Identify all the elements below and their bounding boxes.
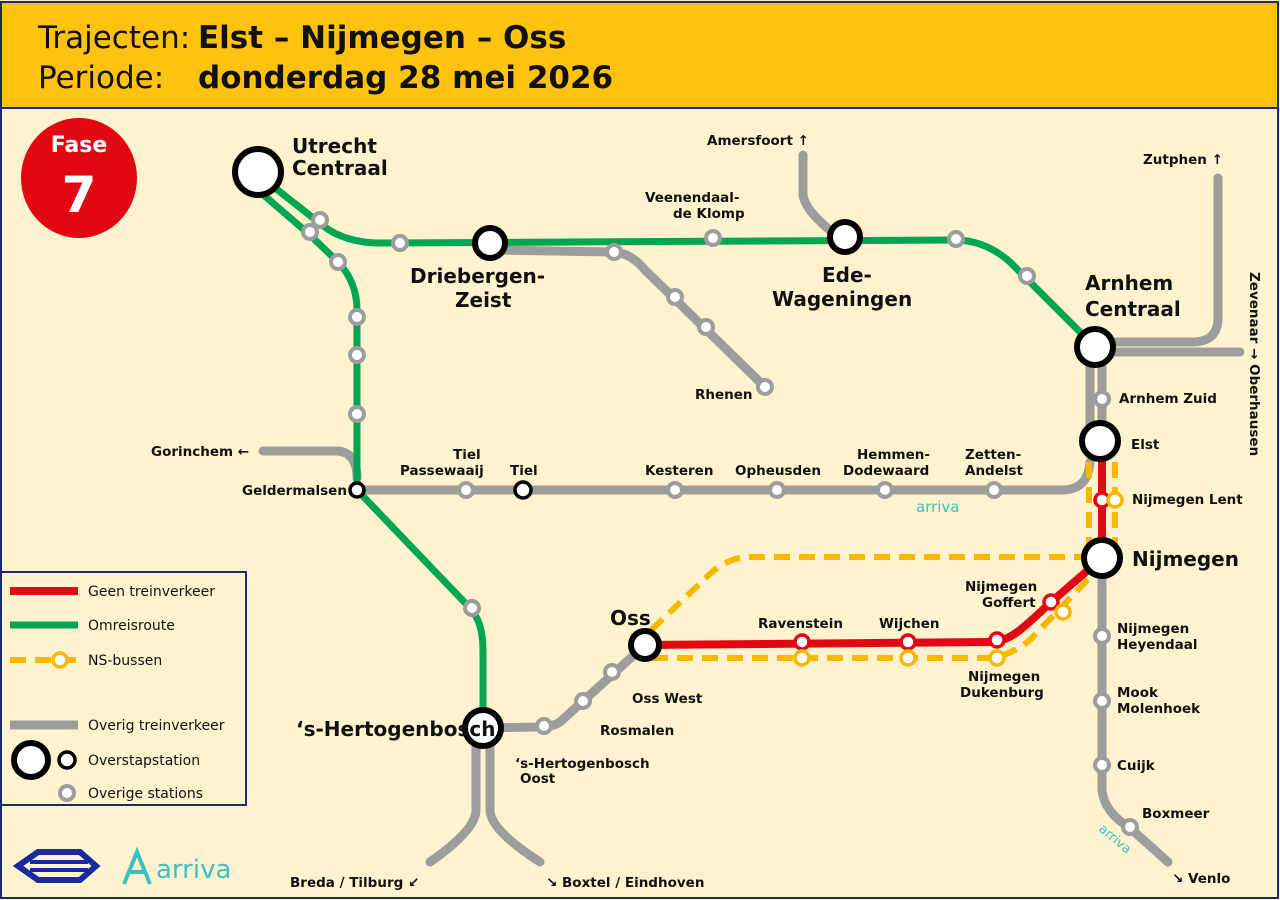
label-nijmegen: Nijmegen	[1132, 547, 1239, 571]
dest-amersfoort: Amersfoort ↑	[707, 133, 809, 149]
label-den-bosch: ‘s-Hertogenbosch	[296, 717, 495, 741]
label-mook-2: Molenhoek	[1117, 701, 1201, 717]
legend-detour: Omreisroute	[88, 618, 175, 634]
label-oss: Oss	[610, 606, 651, 630]
label-utrecht-1: Utrecht	[292, 134, 377, 158]
label-hemmen-2: Dodewaard	[843, 463, 929, 479]
arriva-mark: arriva	[916, 498, 960, 516]
legend-no-trains: Geen treinverkeer	[88, 584, 215, 600]
label-heyendaal-1: Nijmegen	[1117, 621, 1189, 637]
label-ede-2: Wageningen	[772, 287, 912, 311]
label-veenendaal-2: de Klomp	[673, 206, 745, 222]
header-bar	[0, 1, 1279, 109]
label-goffert-2: Goffert	[982, 595, 1036, 611]
dest-gorinchem: Gorinchem ←	[151, 444, 249, 460]
label-arnhem-2: Centraal	[1085, 297, 1181, 321]
label-den-bosch-oost-1: ‘s-Hertogenbosch	[515, 756, 650, 772]
label-cuijk: Cuijk	[1117, 758, 1156, 774]
label-veenendaal-1: Veenendaal-	[645, 190, 740, 206]
periode-value: donderdag 28 mei 2026	[198, 60, 613, 96]
dest-zutphen: Zutphen ↑	[1143, 152, 1223, 168]
label-zetten-1: Zetten-	[965, 447, 1021, 463]
label-geldermalsen: Geldermalsen	[242, 483, 347, 499]
label-wijchen: Wijchen	[879, 616, 940, 632]
label-hemmen-1: Hemmen-	[857, 447, 930, 463]
dest-boxtel: ↘ Boxtel / Eindhoven	[546, 875, 704, 891]
label-ravenstein: Ravenstein	[758, 616, 843, 632]
label-arnhem-1: Arnhem	[1085, 271, 1173, 295]
label-rosmalen: Rosmalen	[600, 723, 674, 739]
label-dukenburg-1: Nijmegen	[968, 669, 1040, 685]
legend-other-stations: Overige stations	[88, 786, 203, 802]
label-oss-west: Oss West	[632, 691, 703, 707]
periode-label: Periode:	[38, 60, 164, 96]
dest-zevenaar: Zevenaar → Oberhausen	[1246, 272, 1262, 456]
label-mook-1: Mook	[1117, 685, 1159, 701]
label-boxmeer: Boxmeer	[1142, 806, 1210, 822]
trajecten-value: Elst – Nijmegen – Oss	[198, 20, 566, 56]
dest-breda: Breda / Tilburg ↙	[290, 875, 419, 891]
label-nijmegen-lent: Nijmegen Lent	[1132, 492, 1243, 508]
stations	[232, 146, 1139, 836]
label-driebergen-2: Zeist	[455, 288, 512, 312]
legend-transfer: Overstapstation	[88, 753, 200, 769]
label-tiel: Tiel	[510, 463, 538, 479]
destination-labels: Amersfoort ↑ Zutphen ↑ Zevenaar → Oberha…	[151, 133, 1262, 891]
phase-label: Fase	[51, 133, 108, 158]
label-dukenburg-2: Dukenburg	[960, 685, 1044, 701]
label-driebergen-1: Driebergen-	[410, 264, 545, 288]
legend: Geen treinverkeer Omreisroute NS-bussen …	[0, 571, 247, 806]
dest-venlo: ↘ Venlo	[1172, 871, 1230, 887]
label-heyendaal-2: Heyendaal	[1117, 637, 1198, 653]
label-kesteren: Kesteren	[645, 463, 713, 479]
label-opheusden: Opheusden	[735, 463, 821, 479]
label-zetten-2: Andelst	[965, 463, 1024, 479]
trajecten-label: Trajecten:	[37, 20, 190, 56]
station-labels: Utrecht Centraal Driebergen- Zeist Ede- …	[242, 134, 1243, 822]
label-goffert-1: Nijmegen	[965, 579, 1037, 595]
phase-number: 7	[62, 166, 97, 224]
label-tiel-passewaaij-2: Passewaaij	[400, 463, 484, 479]
label-tiel-passewaaij-1: Tiel	[453, 447, 481, 463]
phase-badge: Fase 7	[21, 118, 137, 238]
label-utrecht-2: Centraal	[292, 156, 388, 180]
arriva-logo: arriva	[122, 846, 231, 885]
label-arnhem-zuid: Arnhem Zuid	[1119, 391, 1217, 407]
legend-transfer-small-icon	[57, 750, 77, 770]
legend-station-icon	[58, 784, 76, 802]
legend-other-trains: Overig treinverkeer	[88, 718, 225, 734]
label-rhenen: Rhenen	[695, 387, 753, 403]
legend-buses: NS-bussen	[88, 653, 162, 669]
legend-transfer-big-icon	[11, 740, 51, 780]
label-ede-1: Ede-	[822, 263, 872, 287]
ns-logo	[12, 849, 101, 883]
label-elst: Elst	[1131, 437, 1160, 453]
arriva-logo-text: arriva	[156, 855, 231, 885]
label-den-bosch-oost-2: Oost	[520, 771, 556, 787]
